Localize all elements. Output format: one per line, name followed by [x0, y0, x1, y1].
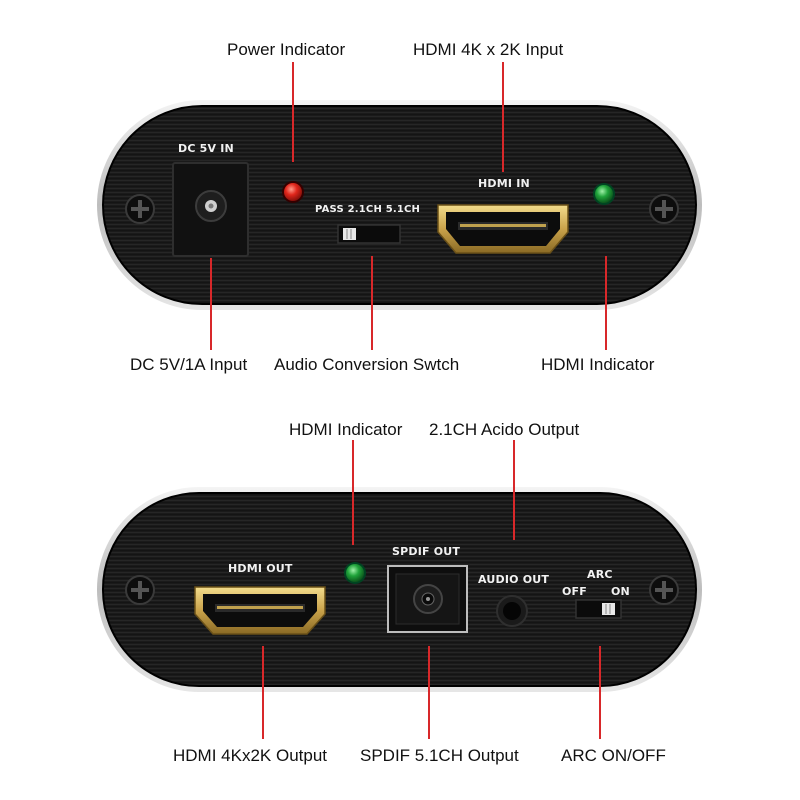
hdmi-in-port — [437, 204, 569, 254]
spdif-out-label: SPDIF OUT — [392, 545, 461, 558]
leader-rear-hdmi-indicator — [352, 440, 354, 545]
callout-audio-switch: Audio Conversion Swtch — [274, 355, 460, 374]
callout-hdmi-input: HDMI 4K x 2K Input — [413, 40, 564, 59]
leader-top-hdmi-indicator — [605, 256, 607, 350]
leader-dc-input — [210, 258, 212, 350]
arc-off-label: OFF — [562, 585, 587, 598]
leader-hdmi-output — [262, 646, 264, 739]
leader-hdmi-input — [502, 62, 504, 172]
hdmi-out-label: HDMI OUT — [228, 562, 293, 575]
callout-spdif-output: SPDIF 5.1CH Output — [360, 746, 519, 765]
rear-left-screw-icon — [125, 575, 155, 605]
hdmi-in-label: HDMI IN — [478, 177, 530, 190]
hdmi-out-port — [194, 586, 326, 635]
dc-jack — [172, 162, 249, 257]
leader-power-indicator — [292, 62, 294, 162]
audio-conversion-switch — [337, 224, 401, 244]
rear-hdmi-led — [344, 562, 366, 584]
arc-on-label: ON — [611, 585, 630, 598]
callout-dc-input: DC 5V/1A Input — [130, 355, 248, 374]
dc-in-label: DC 5V IN — [178, 142, 234, 155]
callout-21ch-output: 2.1CH Acido Output — [429, 420, 580, 439]
leader-audio-switch — [371, 256, 373, 350]
leader-arc — [599, 646, 601, 739]
switch-mode-label: PASS 2.1CH 5.1CH — [315, 204, 421, 215]
callout-arc: ARC ON/OFF — [561, 746, 666, 765]
leader-21ch-output — [513, 440, 515, 540]
audio-out-jack — [496, 595, 528, 627]
leader-spdif-output — [428, 646, 430, 739]
callout-power-indicator: Power Indicator — [227, 40, 346, 59]
power-led — [282, 181, 304, 203]
arc-switch — [575, 599, 622, 619]
callout-hdmi-output: HDMI 4Kx2K Output — [173, 746, 328, 765]
front-panel — [97, 100, 702, 310]
left-screw-icon — [125, 194, 155, 224]
arc-label: ARC — [587, 568, 613, 581]
audio-out-label: AUDIO OUT — [478, 573, 550, 586]
callout-rear-hdmi-indicator: HDMI Indicator — [289, 420, 403, 439]
rear-right-screw-icon — [649, 575, 679, 605]
rear-panel — [97, 487, 702, 692]
callout-top-hdmi-indicator: HDMI Indicator — [541, 355, 655, 374]
right-screw-icon — [649, 194, 679, 224]
spdif-port — [387, 565, 468, 633]
front-hdmi-led — [593, 183, 615, 205]
